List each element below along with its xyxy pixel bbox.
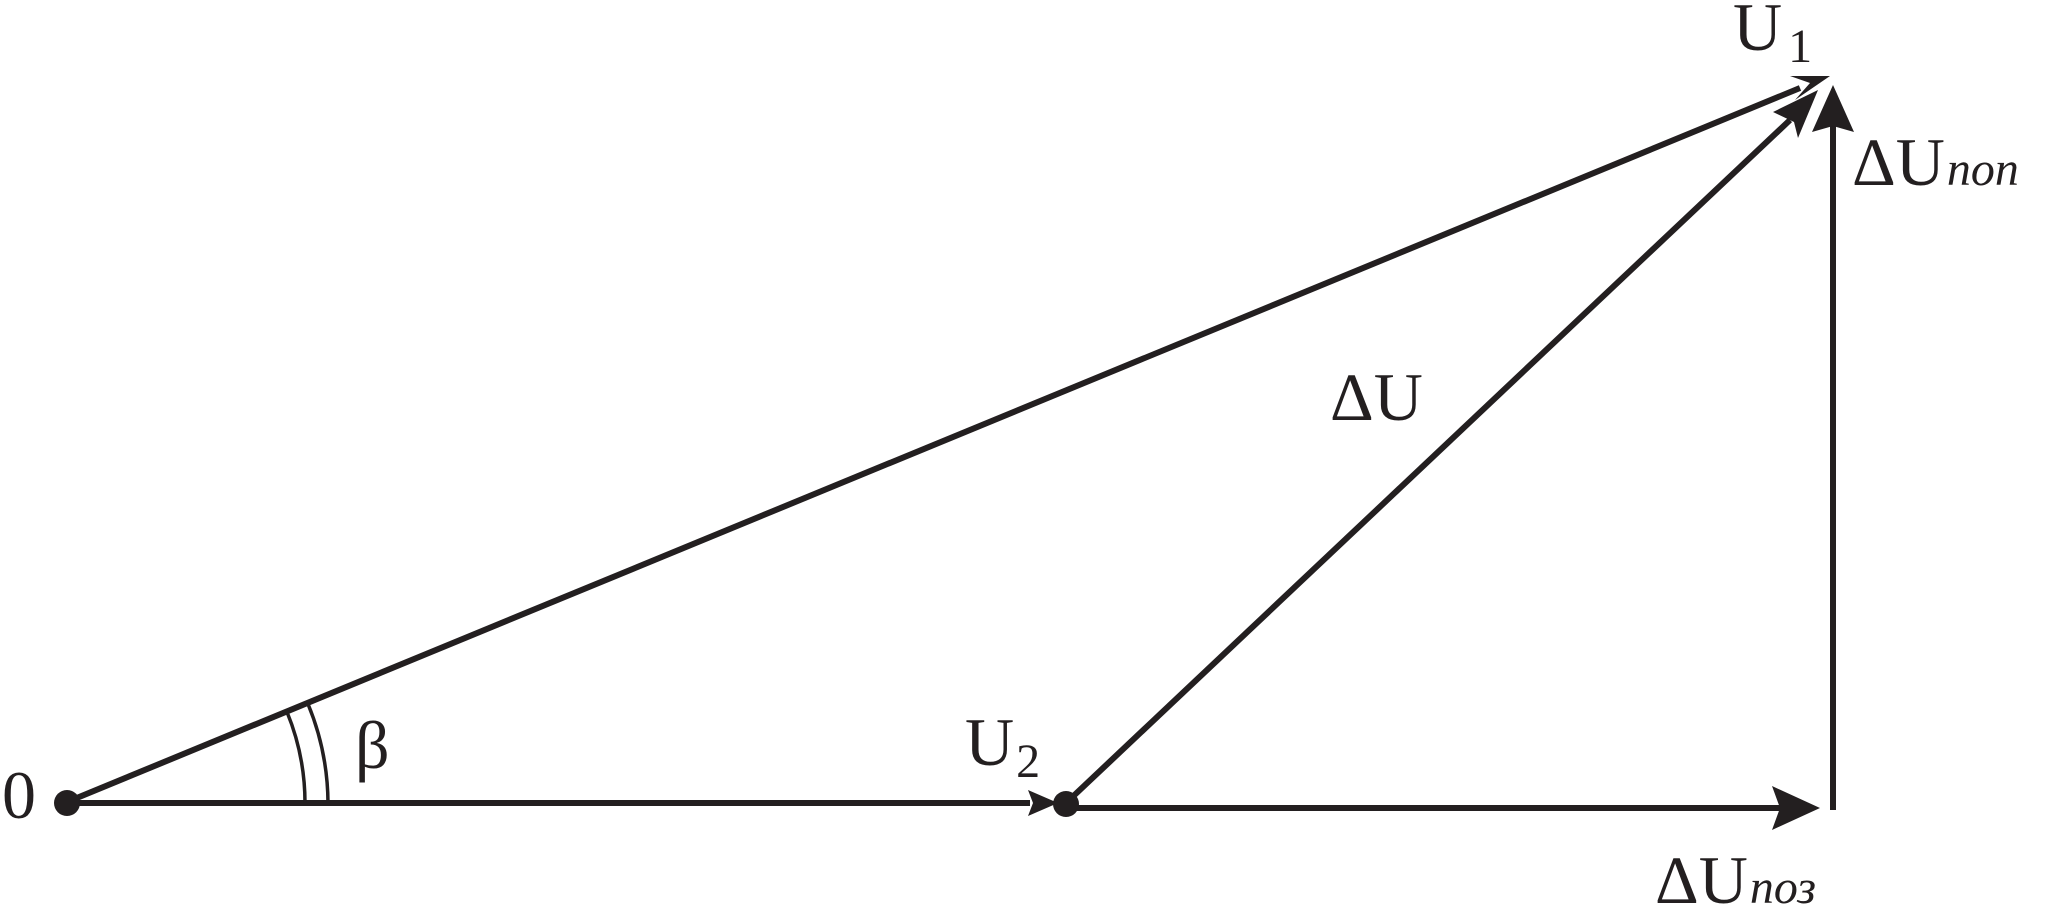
- delta-u-poz-label-main: ΔU: [1655, 842, 1748, 906]
- vector-delta-u-poz: [1066, 786, 1820, 830]
- vector-delta-u-line: [1063, 117, 1793, 806]
- vector-delta-u-pop: [1812, 85, 1854, 810]
- vector-u1-arrowhead: [1790, 76, 1830, 100]
- delta-u-label: ΔU: [1330, 359, 1423, 435]
- vector-delta-u-pop-arrowhead: [1812, 85, 1854, 132]
- vector-u2-arrowhead: [1028, 790, 1058, 816]
- u2-label-sub: 2: [1016, 735, 1040, 788]
- u2-label: U2: [965, 704, 1040, 788]
- vector-u1: [65, 76, 1830, 805]
- delta-u-pop-label-main: ΔU: [1852, 124, 1945, 200]
- angle-arc-inner: [285, 711, 307, 804]
- delta-u-pop-label: ΔUпоп: [1852, 124, 2019, 200]
- vector-u1-line: [65, 85, 1802, 805]
- delta-u-pop-label-sub: поп: [1947, 143, 2019, 196]
- u1-label-sub: 1: [1788, 20, 1812, 73]
- u2-point: [1053, 791, 1079, 817]
- angle-arc-outer: [306, 703, 330, 804]
- vector-delta-u-poz-arrowhead: [1772, 786, 1820, 830]
- origin-label: 0: [2, 757, 36, 833]
- angle-beta-label: β: [355, 707, 390, 783]
- u2-label-main: U: [965, 704, 1014, 780]
- vector-u2: [67, 790, 1058, 816]
- vector-delta-u: [1063, 90, 1818, 806]
- vector-delta-u-arrowhead: [1773, 90, 1818, 138]
- u1-label-main: U: [1733, 0, 1782, 65]
- delta-u-poz-label: ΔUпоз: [1655, 842, 1816, 906]
- origin-point: [54, 790, 80, 816]
- delta-u-poz-label-sub: поз: [1750, 861, 1816, 906]
